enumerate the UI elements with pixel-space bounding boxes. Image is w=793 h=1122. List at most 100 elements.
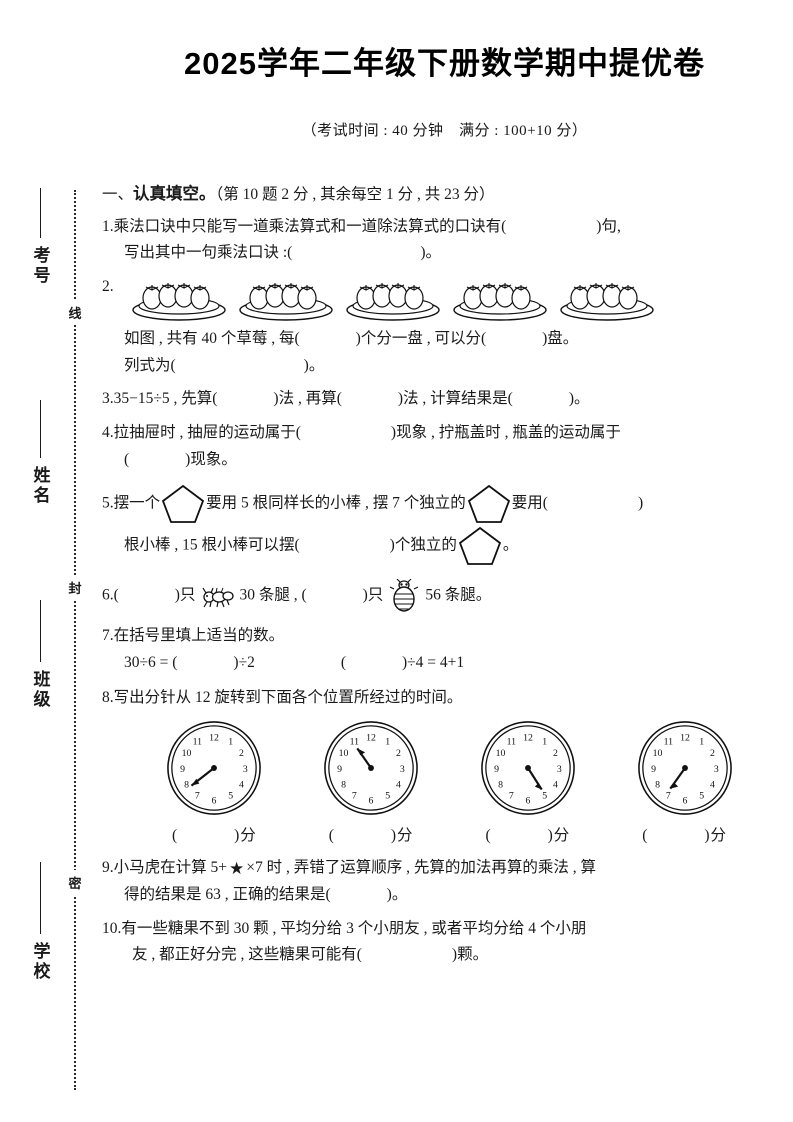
question-9-line-2: 得的结果是 63 , 正确的结果是()。	[102, 882, 793, 909]
question-8-line-1: 8.写出分针从 12 旋转到下面各个位置所经过的时间。	[102, 685, 793, 712]
svg-text:8: 8	[184, 780, 189, 791]
svg-text:10: 10	[339, 749, 349, 760]
question-4-text-b: )现象 , 拧瓶盖时 , 瓶盖的运动属于	[390, 424, 621, 442]
question-3-text-b: )法 , 再算(	[273, 390, 342, 408]
question-10: 10.有一些糖果不到 30 颗 , 平均分给 3 个小朋友 , 或者平均分给 4…	[102, 916, 793, 969]
question-2-line-2: 列式为()。	[102, 353, 793, 380]
question-7-text: 在括号里填上适当的数。	[113, 627, 285, 645]
svg-text:11: 11	[350, 737, 360, 748]
clock-4-paren-open: (	[642, 827, 649, 845]
field-exam-number: 考号	[20, 188, 60, 286]
clock-1-paren-close: )分	[234, 827, 257, 845]
svg-text:8: 8	[498, 780, 503, 791]
question-1-number: 1.	[102, 217, 114, 235]
pentagon-icon	[458, 527, 501, 566]
svg-text:10: 10	[182, 749, 192, 760]
question-7-line-1: 7.在括号里填上适当的数。	[102, 623, 793, 650]
svg-text:9: 9	[337, 764, 342, 775]
question-1-text-c: 写出其中一句乘法口诀 :(	[124, 244, 293, 262]
question-6-text-a: (	[113, 586, 119, 604]
question-8-number: 8.	[102, 688, 114, 706]
svg-text:6: 6	[369, 796, 374, 807]
svg-text:12: 12	[523, 733, 533, 744]
question-4-text-c: (	[124, 450, 130, 468]
svg-text:4: 4	[239, 780, 244, 791]
question-10-text-b: 友 , 都正好分完 , 这些糖果可能有(	[132, 946, 362, 964]
svg-text:5: 5	[699, 791, 704, 802]
strawberry-plate-icon	[346, 283, 440, 321]
svg-text:4: 4	[396, 780, 401, 791]
star-icon: ★	[229, 859, 245, 879]
question-7-expr1-a: 30÷6 = (	[124, 654, 178, 671]
field-exam-number-rule	[39, 188, 41, 238]
question-1: 1.乘法口诀中只能写一道乘法算式和一道除法算式的口诀有()句, 写出其中一句乘法…	[102, 214, 793, 267]
question-9-text-b: ×7 时 , 弄错了运算顺序 , 先算的加法再算的乘法 , 算	[246, 859, 596, 877]
question-7: 7.在括号里填上适当的数。 30÷6 = ( )÷2 ( )÷4 = 4+1	[102, 623, 793, 676]
strawberry-plate-icon	[560, 283, 654, 321]
question-2-text-e: )。	[303, 356, 325, 374]
clock-1-answer-label: ()分	[152, 823, 277, 845]
ant-icon	[202, 588, 235, 608]
question-4: 4.拉抽屉时 , 抽屉的运动属于()现象 , 拧瓶盖时 , 瓶盖的运动属于 ()…	[102, 420, 793, 473]
question-5-text-c: 要用(	[511, 494, 548, 512]
svg-text:3: 3	[714, 764, 719, 775]
question-9-number: 9.	[102, 859, 114, 877]
clock-4-answer-label: ()分	[622, 823, 747, 845]
svg-text:8: 8	[341, 780, 346, 791]
question-1-text-d: )。	[420, 244, 442, 262]
question-7-expr1-b: )÷2	[233, 654, 255, 671]
svg-text:3: 3	[557, 764, 562, 775]
question-3: 3.35−15÷5 , 先算()法 , 再算()法 , 计算结果是()。	[102, 386, 793, 413]
question-10-line-1: 10.有一些糖果不到 30 颗 , 平均分给 3 个小朋友 , 或者平均分给 4…	[102, 916, 793, 943]
clock-2-paren-close: )分	[390, 827, 414, 845]
question-10-text-c: )颗。	[451, 946, 489, 964]
field-class: 班级	[20, 600, 60, 710]
question-7-number: 7.	[102, 627, 114, 645]
section-points: （第 10 题 2 分 , 其余每空 1 分 , 共 23 分）	[215, 186, 495, 203]
question-1-text-b: )句,	[596, 217, 621, 235]
svg-text:2: 2	[396, 749, 401, 760]
question-6-text-b: )只	[174, 586, 196, 604]
svg-text:7: 7	[352, 791, 357, 802]
question-6-text-d: )只	[362, 586, 384, 604]
question-1-line-1: 1.乘法口诀中只能写一道乘法算式和一道除法算式的口诀有()句,	[102, 214, 793, 241]
field-school-rule	[39, 862, 41, 934]
question-9-text-a: 小马虎在计算 5+	[113, 859, 227, 877]
question-5-text-b: 要用 5 根同样长的小棒 , 摆 7 个独立的	[206, 494, 466, 512]
svg-text:6: 6	[525, 796, 530, 807]
question-10-text-a: 有一些糖果不到 30 颗 , 平均分给 3 个小朋友 , 或者平均分给 4 个小…	[121, 919, 587, 937]
page-title: 2025学年二年级下册数学期中提优卷	[184, 46, 705, 81]
question-7-expr2-b: )÷4 = 4+1	[402, 654, 465, 671]
svg-text:9: 9	[181, 764, 186, 775]
question-3-text-a: 35−15÷5 , 先算(	[113, 390, 218, 408]
svg-text:6: 6	[212, 796, 217, 807]
svg-text:1: 1	[542, 737, 547, 748]
strawberry-plate-icon	[239, 283, 333, 321]
question-7-expr2-a: (	[340, 654, 347, 671]
svg-text:12: 12	[366, 733, 376, 744]
svg-text:11: 11	[663, 737, 673, 748]
svg-text:12: 12	[209, 733, 219, 744]
question-2-number: 2.	[102, 278, 114, 296]
question-2-text-c: )盘。	[542, 330, 579, 348]
field-exam-number-label: 考号	[30, 246, 50, 286]
strawberry-plate-icon	[453, 283, 547, 321]
pentagon-icon	[162, 485, 205, 524]
exam-paper: 2025学年二年级下册数学期中提优卷 （考试时间 : 40 分钟 满分 : 10…	[96, 0, 793, 1122]
field-class-rule	[39, 600, 41, 662]
question-5-text-f: )个独立的	[389, 536, 457, 554]
svg-text:12: 12	[680, 733, 690, 744]
strawberry-plates-figure	[130, 274, 793, 322]
question-5-text-d: )	[637, 494, 644, 512]
seal-char-xian: 线	[64, 300, 86, 325]
svg-text:5: 5	[542, 791, 547, 802]
svg-text:4: 4	[553, 780, 558, 791]
question-8-text: 写出分针从 12 旋转到下面各个位置所经过的时间。	[113, 688, 463, 706]
pentagon-icon	[467, 485, 510, 524]
